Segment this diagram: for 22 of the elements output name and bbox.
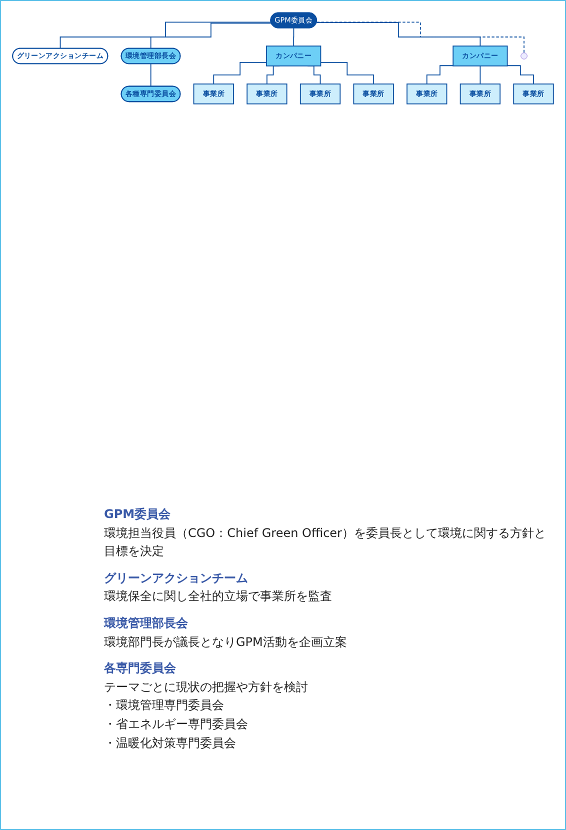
connector [150, 22, 272, 49]
connector [60, 22, 272, 49]
connector [150, 63, 152, 87]
description-text: 環境部門長が議長となりGPM活動を企画立案 [104, 634, 347, 651]
connector [480, 65, 481, 84]
connector [316, 22, 524, 54]
description-text: テーマごとに現状の把握や方針を検討 [104, 678, 308, 696]
connector [293, 28, 294, 46]
description-text: ・省エネルギー専門委員会 [104, 716, 248, 733]
section-heading: GPM委員会 [104, 506, 171, 523]
connector [506, 65, 534, 84]
section-heading: グリーンアクションチーム [104, 570, 248, 587]
description-text: ・温暖化対策専門委員会 [104, 734, 236, 752]
section-heading: 各専門委員会 [104, 660, 176, 678]
description-text: 環境担当役員（CGO：Chief Green Officer）を委員長として環境に関する方針と目標を決定 [104, 524, 547, 560]
connector [426, 65, 454, 84]
connector [316, 22, 481, 46]
description-text: ・環境管理専門委員会 [104, 697, 224, 714]
description-text: 環境保全に関し全社的立場で事業所を監査 [104, 588, 332, 606]
connector [320, 62, 374, 84]
connector [213, 62, 267, 84]
section-heading: 環境管理部長会 [104, 614, 188, 632]
